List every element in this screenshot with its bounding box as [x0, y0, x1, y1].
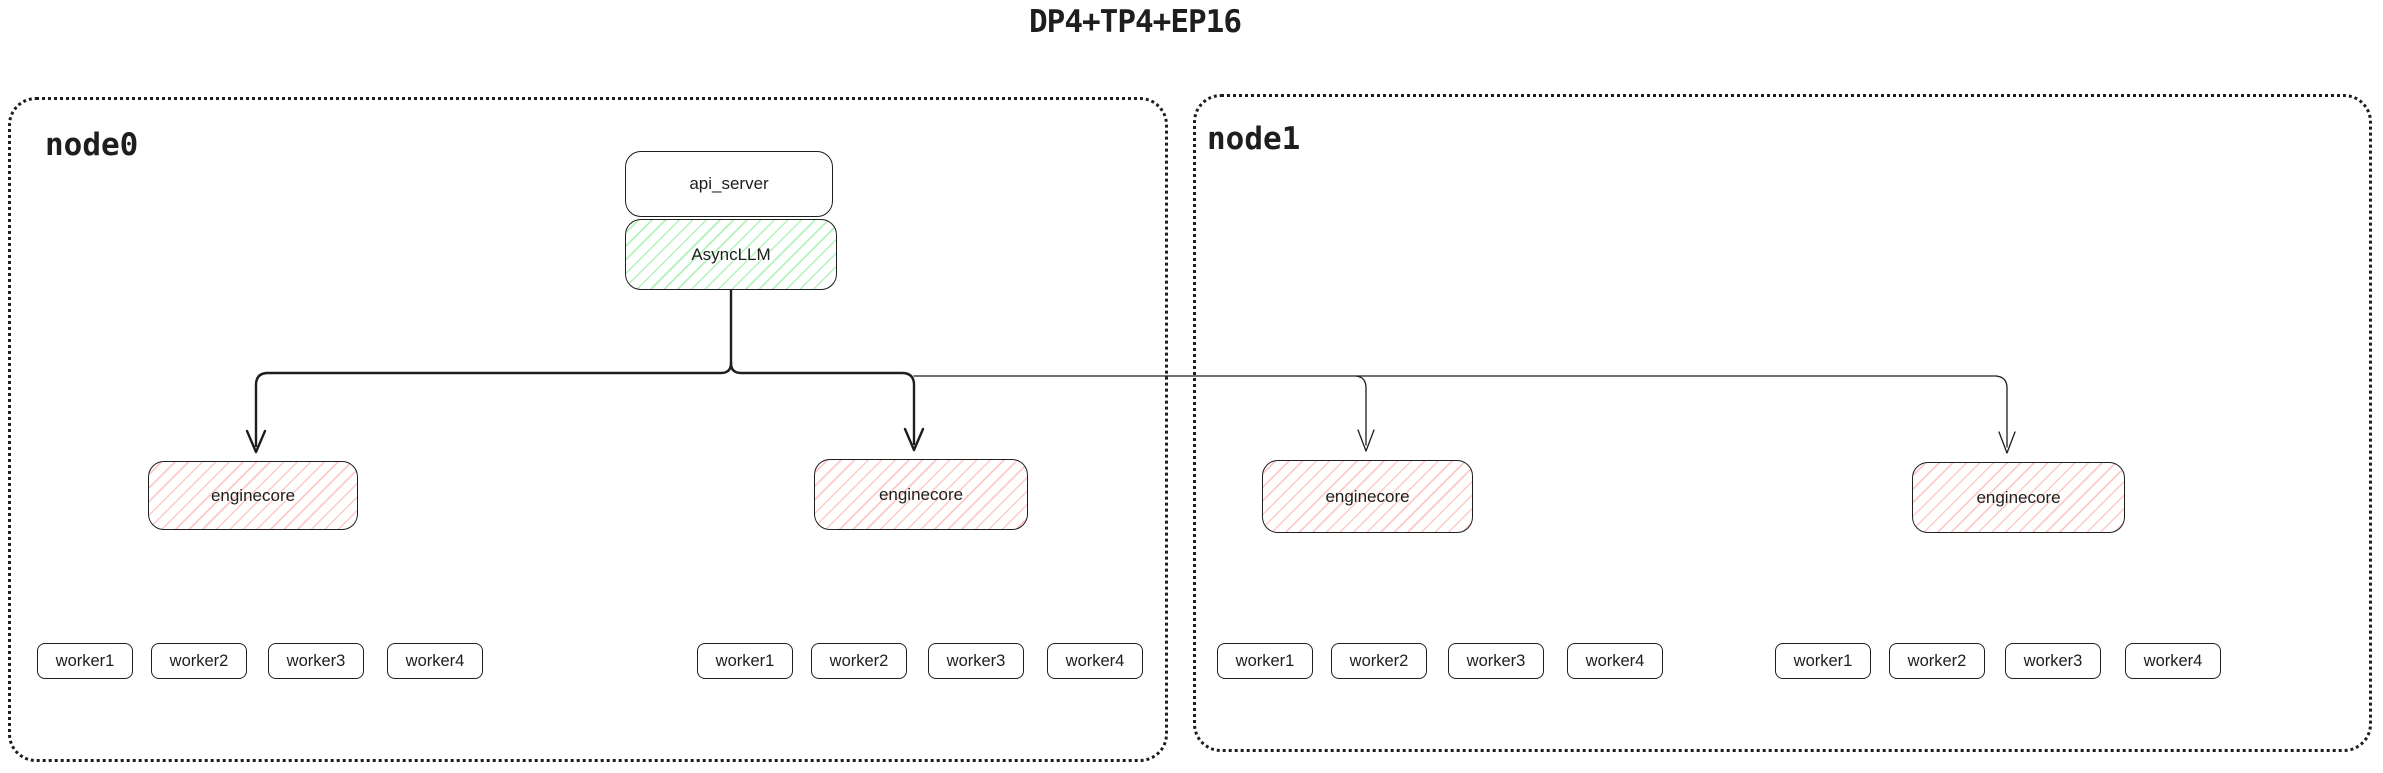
worker-box: worker1	[1775, 643, 1871, 679]
worker-box: worker1	[697, 643, 793, 679]
worker-box: worker3	[1448, 643, 1544, 679]
worker-box: worker4	[1047, 643, 1143, 679]
node0-container	[8, 97, 1168, 762]
node0-label: node0	[45, 127, 139, 163]
asyncllm-box: AsyncLLM	[625, 219, 837, 290]
enginecore-box-3: enginecore	[1262, 460, 1473, 533]
worker-box: worker3	[2005, 643, 2101, 679]
node1-label: node1	[1207, 121, 1301, 157]
worker-box: worker2	[811, 643, 907, 679]
worker-box: worker4	[2125, 643, 2221, 679]
enginecore-box-2: enginecore	[814, 459, 1028, 530]
api-server-box: api_server	[625, 151, 833, 217]
enginecore-box-4: enginecore	[1912, 462, 2125, 533]
worker-box: worker3	[268, 643, 364, 679]
worker-box: worker3	[928, 643, 1024, 679]
worker-box: worker2	[151, 643, 247, 679]
worker-box: worker2	[1889, 643, 1985, 679]
worker-box: worker4	[1567, 643, 1663, 679]
worker-box: worker2	[1331, 643, 1427, 679]
worker-box: worker1	[1217, 643, 1313, 679]
enginecore-box-1: enginecore	[148, 461, 358, 530]
worker-box: worker1	[37, 643, 133, 679]
diagram-title: DP4+TP4+EP16	[1029, 4, 1242, 40]
worker-box: worker4	[387, 643, 483, 679]
node1-container	[1193, 94, 2372, 752]
